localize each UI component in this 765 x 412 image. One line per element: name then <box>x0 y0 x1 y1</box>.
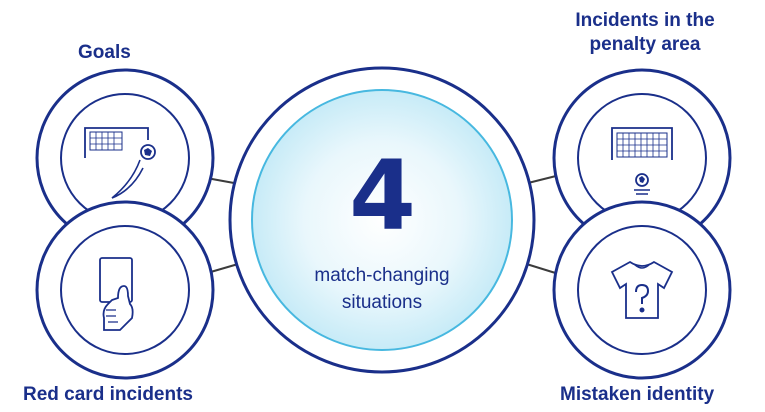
label-mistaken-identity: Mistaken identity <box>560 384 715 405</box>
center-number: 4 <box>349 140 416 252</box>
label-goals: Goals <box>78 42 131 63</box>
node-goals <box>35 68 215 248</box>
label-red-card: Red card incidents <box>23 384 193 405</box>
center-circle <box>228 66 536 374</box>
goal-penalty-spot-icon <box>611 127 673 195</box>
red-card-hand-icon <box>99 257 134 331</box>
jersey-question-icon <box>610 260 674 319</box>
center-caption: match-changing situations <box>314 265 450 313</box>
node-identity <box>552 200 732 380</box>
node-penalty <box>552 68 732 248</box>
label-penalty-area: Incidents in the penalty area <box>575 10 715 55</box>
goal-net-ball-icon <box>84 127 156 199</box>
